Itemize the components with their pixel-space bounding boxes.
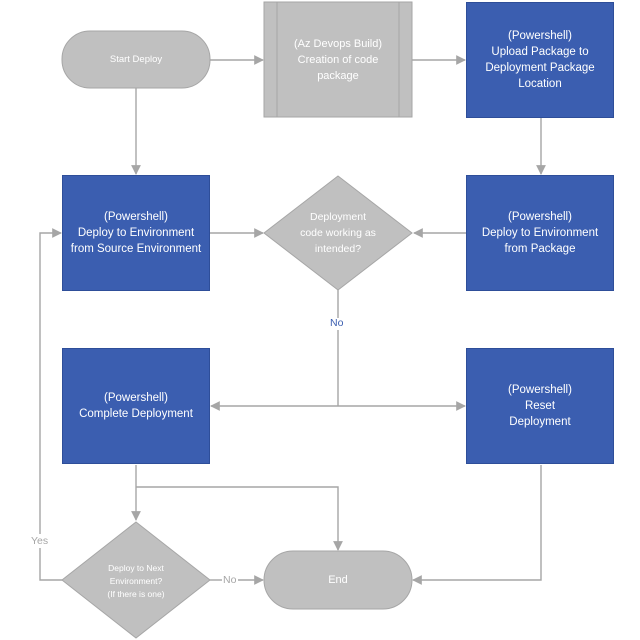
deploy-from-package-node: (Powershell) Deploy to Environment from … [466, 175, 614, 291]
next-env-decision-label: Deploy to Next Environment? (If there is… [107, 562, 165, 599]
start-deploy-label: Start Deploy [109, 53, 163, 65]
start-deploy-node: Start Deploy [62, 31, 210, 88]
end-node: End [264, 551, 412, 609]
edge-complete-end [136, 486, 343, 551]
deploy-from-source-label: (Powershell) Deploy to Environment from … [70, 211, 202, 255]
yes-label-next: Yes [31, 535, 49, 547]
no-label-working: No [330, 317, 344, 329]
build-label: (Az Devops Build) Creation of code packa… [293, 37, 383, 82]
deploy-from-package-label: (Powershell) Deploy to Environment from … [481, 211, 599, 255]
end-terminal [263, 550, 413, 610]
reset-deployment-node: (Powershell) Reset Deployment [466, 348, 614, 464]
edge-next-yes-loop [39, 548, 62, 581]
upload-package-label: (Powershell) Upload Package to Deploymen… [485, 30, 595, 90]
next-env-decision-diamond [61, 521, 211, 639]
deploy-from-source-node: (Powershell) Deploy to Environment from … [62, 175, 210, 291]
working-decision-diamond [263, 175, 413, 291]
edge-next-yes-loop-b [39, 228, 62, 534]
edge-reset-end [412, 465, 542, 585]
no-label-next: No [223, 574, 237, 586]
complete-deployment-label: (Powershell) Complete Deployment [79, 392, 193, 420]
working-decision-label: Deployment code working as intended? [300, 211, 376, 255]
build-subprocess [263, 1, 413, 118]
upload-package-node: (Powershell) Upload Package to Deploymen… [466, 2, 614, 118]
next-env-decision-node: Deploy to Next Environment? (If there is… [86, 552, 186, 610]
reset-deployment-label: (Powershell) Reset Deployment [508, 384, 572, 428]
working-decision-node: Deployment code working as intended? [284, 196, 392, 270]
end-label: End [328, 574, 348, 586]
build-node: (Az Devops Build) Creation of code packa… [277, 2, 399, 117]
complete-deployment-node: (Powershell) Complete Deployment [62, 348, 210, 464]
start-terminal [61, 30, 211, 89]
